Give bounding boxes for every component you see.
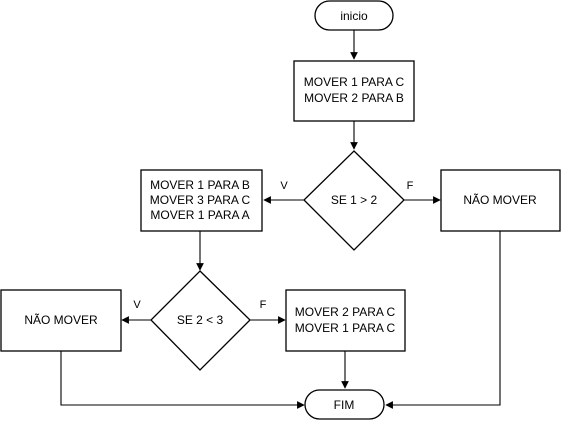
no-move-left-process: NÃO MOVER (0, 289, 122, 352)
decision1-true-label: V (280, 180, 288, 192)
no-move-left-box (0, 289, 122, 352)
no-move-left-label: NÃO MOVER (24, 313, 98, 327)
step-true1-line-2: MOVER 3 PARA C (150, 193, 251, 207)
step-false2-line-2: MOVER 1 PARA C (295, 321, 396, 335)
decision2-true-label: V (133, 299, 141, 311)
end-terminator-shape (304, 389, 385, 420)
step-true1-box (140, 169, 263, 232)
start-terminator-shape (314, 0, 394, 31)
step1-process: MOVER 1 PARA C MOVER 2 PARA B (293, 60, 415, 122)
step-true1-line-1: MOVER 1 PARA B (150, 178, 250, 192)
edge-labels: V F V F (133, 180, 413, 311)
end-label: FIM (334, 398, 355, 412)
decision2-false-label: F (260, 299, 267, 311)
decision1-diamond (303, 150, 405, 251)
decision1-false-label: F (407, 180, 414, 192)
step1-line-1: MOVER 1 PARA C (304, 75, 405, 89)
edges (60, 30, 501, 409)
step1-line-2: MOVER 2 PARA B (304, 91, 404, 105)
decision2-diamond (150, 270, 251, 371)
no-move-right-label: NÃO MOVER (463, 193, 537, 207)
decision1-label: SE 1 > 2 (331, 193, 378, 207)
step-true1-line-3: MOVER 1 PARA A (150, 208, 249, 222)
step-false2-box (285, 289, 406, 352)
step-false2-process: MOVER 2 PARA C MOVER 1 PARA C (285, 289, 406, 352)
step-false2-line-1: MOVER 2 PARA C (295, 305, 396, 319)
edge-nomove-right-to-end (385, 231, 501, 409)
step1-box (293, 60, 415, 122)
decision2-label: SE 2 < 3 (177, 313, 224, 327)
no-move-right-box (440, 169, 561, 232)
start-node: inicio (314, 0, 394, 31)
decision1: SE 1 > 2 (303, 150, 405, 251)
no-move-right-process: NÃO MOVER (440, 169, 561, 232)
decision2: SE 2 < 3 (150, 270, 251, 371)
start-label: inicio (340, 9, 368, 23)
end-node: FIM (304, 389, 385, 420)
edge-nomove-left-to-end (60, 351, 305, 409)
step-true1-process: MOVER 1 PARA B MOVER 3 PARA C MOVER 1 PA… (140, 169, 263, 232)
